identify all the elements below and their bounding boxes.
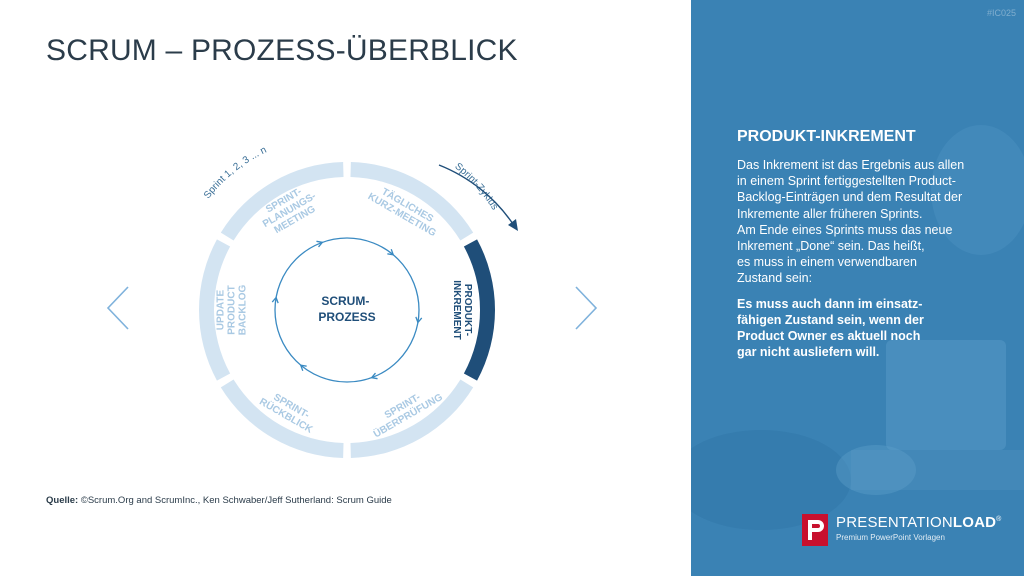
logo-subtitle: Premium PowerPoint Vorlagen	[836, 533, 945, 542]
segment-label-line: BACKLOG	[238, 285, 249, 336]
panel-body-line: Zustand sein:	[737, 270, 987, 286]
panel-body: Das Inkrement ist das Ergebnis aus allen…	[737, 157, 987, 360]
segment-label-backlog: UPDATEPRODUCTBACKLOG	[216, 285, 249, 336]
info-panel: #IC025 PRODUKT-INKREMENT Das Inkrement i…	[691, 0, 1024, 576]
logo-registered: ®	[996, 516, 1001, 523]
sprint-cycle-arrowhead	[508, 219, 518, 231]
segment-label-line: UPDATE	[216, 289, 227, 330]
panel-body-line: Backlog-Einträgen und dem Resultat der	[737, 189, 987, 205]
sprint-cycle-label: Sprint-Zyklus	[453, 161, 501, 212]
panel-body-line: Am Ende eines Sprints muss das neue	[737, 222, 987, 238]
panel-bold-line: Product Owner es aktuell noch	[737, 328, 987, 344]
panel-body-line: Das Inkrement ist das Ergebnis aus allen	[737, 157, 987, 173]
segment-label-line: INKREMENT	[451, 280, 462, 339]
source-label: Quelle:	[46, 495, 78, 506]
chevron-left-icon[interactable]	[108, 287, 128, 329]
panel-heading: PRODUKT-INKREMENT	[737, 128, 916, 146]
source-citation: Quelle: ©Scrum.Org and ScrumInc., Ken Sc…	[46, 495, 392, 506]
segment-label-line: PRODUCT	[227, 285, 238, 334]
panel-body-line: Inkrement „Done“ sein. Das heißt,	[737, 238, 987, 254]
segment-label-increment: PRODUKT-INKREMENT	[451, 280, 473, 339]
panel-bold-line: Es muss auch dann im einsatz-	[737, 296, 987, 312]
panel-body-line: Inkremente aller früheren Sprints.	[737, 206, 987, 222]
brand-logo: PRESENTATIONLOAD® Premium PowerPoint Vor…	[802, 512, 1002, 548]
logo-word-bold: LOAD	[953, 514, 996, 531]
panel-bold-line: fähigen Zustand sein, wenn der	[737, 312, 987, 328]
panel-body-line: es muss in einem verwendbaren	[737, 254, 987, 270]
source-text: ©Scrum.Org and ScrumInc., Ken Schwaber/J…	[78, 495, 392, 506]
panel-bold-line: gar nicht ausliefern will.	[737, 344, 987, 360]
panel-body-line: in einem Sprint fertiggestellten Product…	[737, 173, 987, 189]
logo-word-light: PRESENTATION	[836, 514, 953, 531]
logo-mark-icon	[802, 514, 828, 546]
center-label: SCRUM- PROZESS	[318, 294, 375, 324]
segment-label-line: PRODUKT-	[462, 284, 473, 336]
slide-code: #IC025	[987, 8, 1016, 18]
chevron-right-icon[interactable]	[576, 287, 596, 329]
logo-wordmark: PRESENTATIONLOAD®	[836, 514, 1002, 531]
